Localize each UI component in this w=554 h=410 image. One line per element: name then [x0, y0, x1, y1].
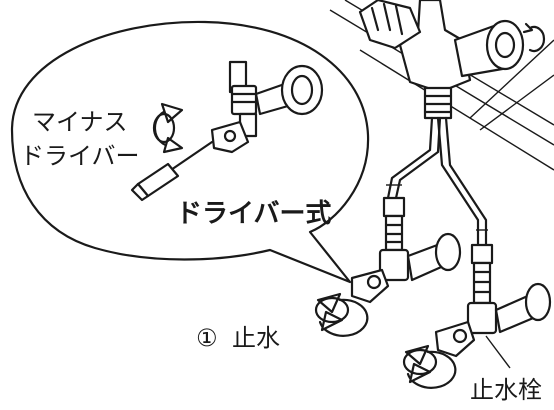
minus-driver-label-line1: マイナス: [32, 108, 128, 136]
supply-pipes: [386, 116, 488, 247]
step-label: 止水: [232, 324, 280, 352]
shutoff-valve-icon: [434, 243, 552, 369]
rotation-arrow-icon: [522, 22, 546, 53]
shutoff-valve-icon: [210, 60, 324, 154]
faucet-icon: [358, 0, 525, 120]
driver-type-label: ドライバー式: [176, 199, 331, 229]
rotation-arrow-icon: [152, 102, 184, 154]
rotation-arrow-icon: [314, 292, 369, 337]
minus-driver-label-line2: ドライバー: [20, 142, 140, 170]
step-number: ①: [196, 324, 218, 352]
rotation-arrow-icon: [402, 344, 457, 389]
shutoff-valve-label: 止水栓: [470, 376, 542, 404]
shutoff-valve-icon: [350, 196, 462, 304]
screwdriver-icon: [130, 140, 214, 202]
